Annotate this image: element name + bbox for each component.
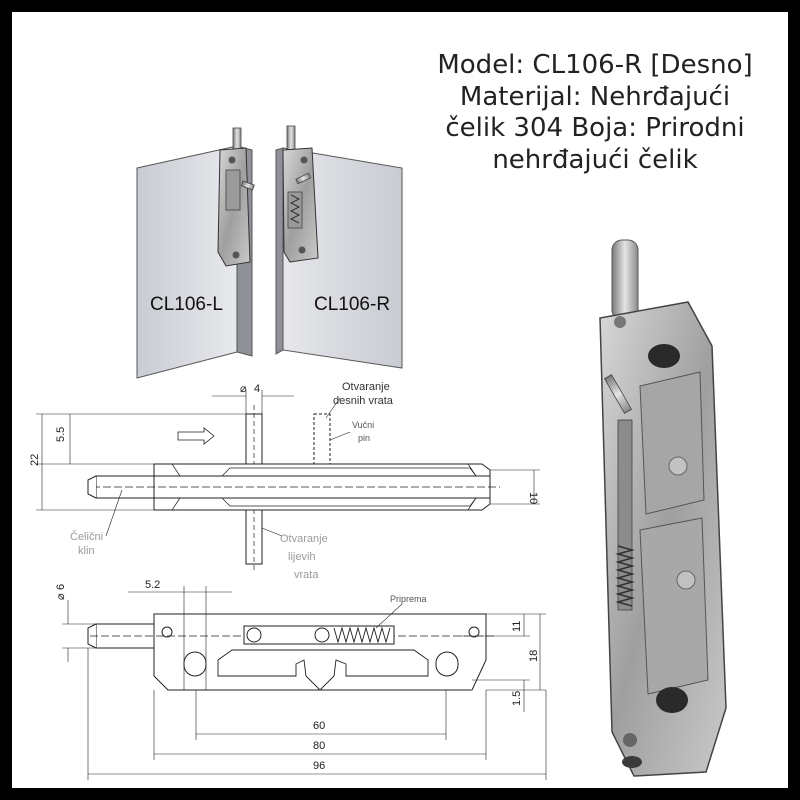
pull-pin-label-1: Vučni xyxy=(352,420,374,430)
steel-pin-label-2: klin xyxy=(78,545,95,557)
left-latch xyxy=(217,127,255,267)
dia-6-symbol: ⌀ xyxy=(55,593,67,600)
dim-10: 10 xyxy=(527,492,539,504)
spring xyxy=(333,626,391,644)
open-right-label-1: Otvaranje xyxy=(342,381,390,393)
caption-line-steel-color: čelik 304 Boja: Prirodni xyxy=(445,113,745,143)
product-photo xyxy=(599,239,727,777)
dia-6-label: 6 xyxy=(55,584,67,590)
right-latch xyxy=(282,125,319,263)
left-panel-label: CL106-L xyxy=(150,294,223,315)
latch-body-side-view xyxy=(153,613,487,691)
caption-line-finish: nehrđajući čelik xyxy=(492,144,698,175)
dim-18: 18 xyxy=(528,650,540,662)
dim-11: 11 xyxy=(511,621,523,632)
caption-line-material: Materijal: Nehrđajući xyxy=(459,81,731,112)
dim-96: 96 xyxy=(313,760,325,772)
open-left-label-2: lijevih xyxy=(288,551,316,563)
pull-pin-label-2: pin xyxy=(358,433,370,443)
dia-pin-symbol: ⌀ xyxy=(240,383,247,395)
right-door-edge xyxy=(275,147,284,355)
direction-arrow xyxy=(177,427,215,445)
open-left-label-3: vrata xyxy=(294,569,319,581)
dim-5-2: 5.2 xyxy=(145,579,160,591)
dim-1-5: 1.5 xyxy=(511,691,523,706)
preparation-label: Priprema xyxy=(390,594,427,604)
bottom-technical-drawing xyxy=(62,586,547,780)
open-left-label-1: Otvaranje xyxy=(280,533,328,545)
pull-pin xyxy=(313,413,331,467)
right-panel-label: CL106-R xyxy=(314,294,390,315)
photo-spring xyxy=(615,545,635,607)
open-right-label-2: desnih vrata xyxy=(333,395,394,407)
dia-pin-label: 4 xyxy=(254,383,260,395)
dim-80: 80 xyxy=(313,740,325,752)
steel-pin-label-1: Čelični xyxy=(70,530,103,543)
dim-5-5: 5.5 xyxy=(55,427,67,442)
dim-60: 60 xyxy=(313,720,325,732)
caption-line-model: Model: CL106-R [Desno] xyxy=(437,50,753,80)
product-caption: Model: CL106-R [Desno] Materijal: Nehrđa… xyxy=(420,50,770,176)
dim-22: 22 xyxy=(29,454,41,466)
door-panels: CL106-L CL106-R xyxy=(136,125,403,379)
top-technical-drawing xyxy=(36,390,540,570)
